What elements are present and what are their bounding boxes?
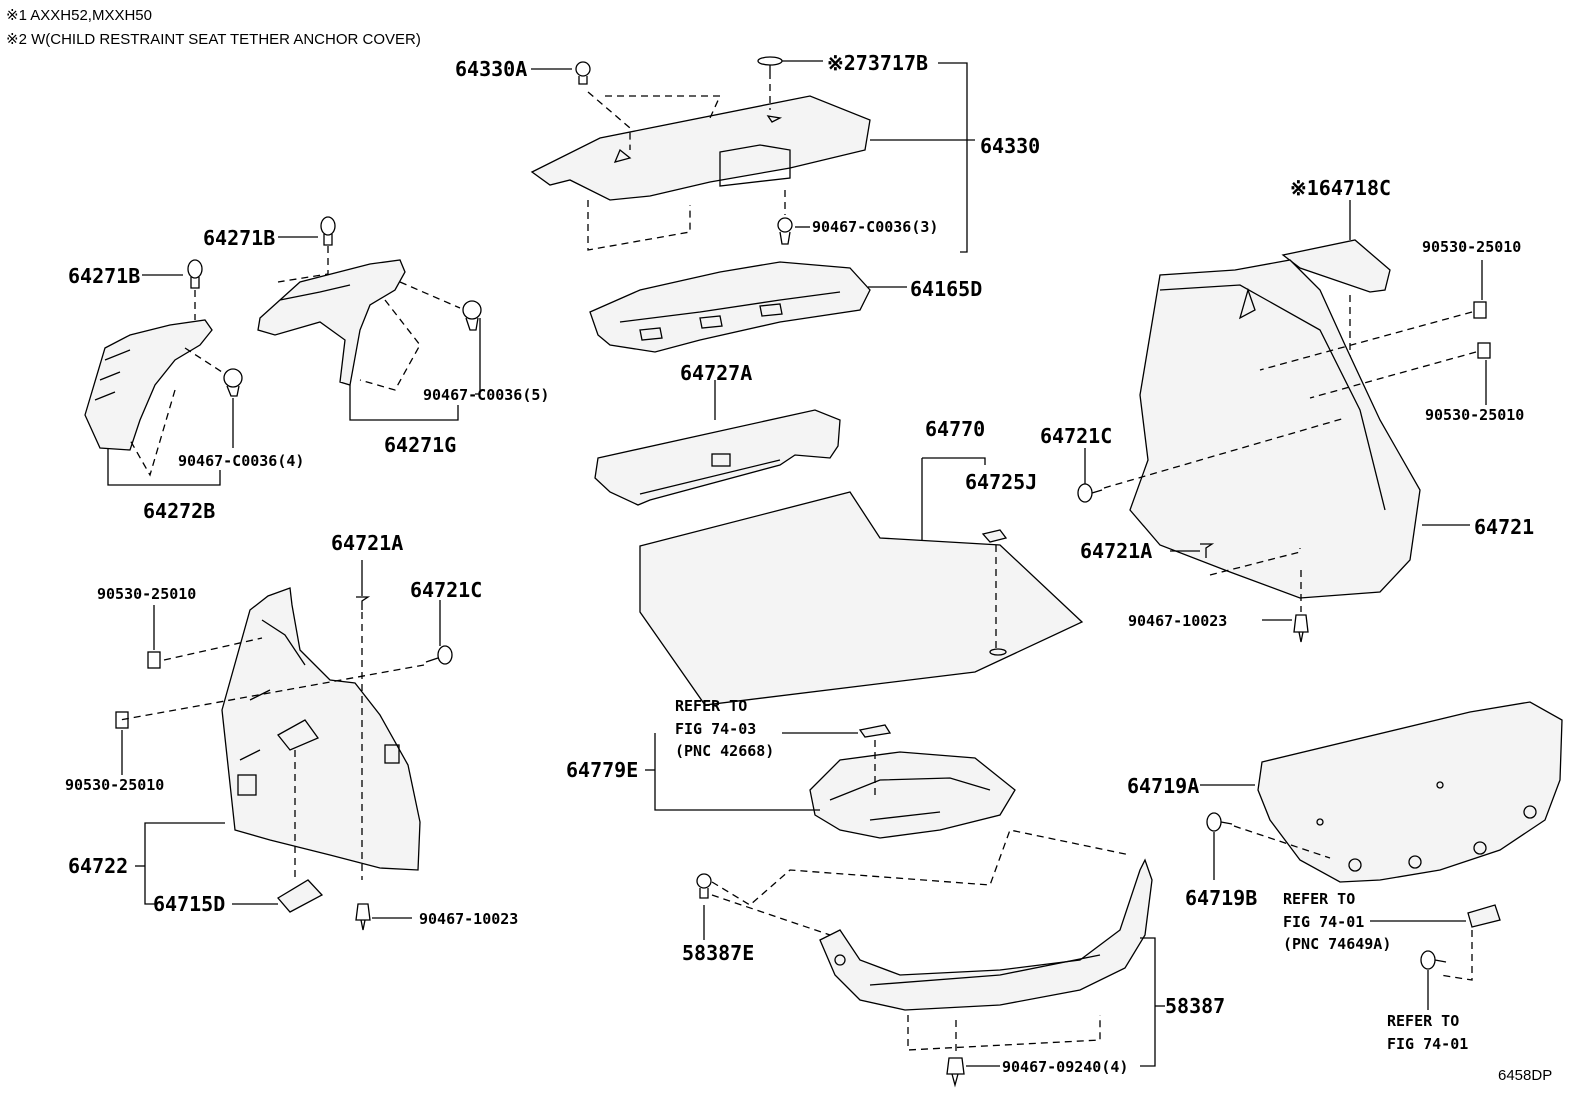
label-64721: 64721 (1474, 515, 1534, 539)
label-64165D: 64165D (910, 277, 982, 301)
label-64330A: 64330A (455, 57, 527, 81)
tray-64779E (809, 751, 1016, 839)
label-90467-10023-r: 90467-10023 (1128, 612, 1227, 630)
refer1-line3: (PNC 42668) (675, 742, 774, 760)
label-64718C: ※164718C (1290, 176, 1391, 200)
label-64721A-r: 64721A (1080, 539, 1152, 563)
clip-90530-25010-l2 (115, 711, 129, 729)
clip-90467-10023-l (355, 903, 371, 931)
bracket-refer2 (1467, 904, 1501, 928)
clip-90467-C0036-4 (223, 368, 243, 397)
label-64721C-l: 64721C (410, 578, 482, 602)
label-58387: 58387 (1165, 994, 1225, 1018)
cover-73717B (757, 56, 783, 72)
label-90467-C0036-3: 90467-C0036(3) (812, 218, 938, 236)
label-64721C-r: 64721C (1040, 424, 1112, 448)
diagram-code: 6458DP (1498, 1067, 1552, 1084)
clip-refer3 (1420, 950, 1447, 970)
label-90467-10023-l: 90467-10023 (419, 910, 518, 928)
label-90530-25010-l2: 90530-25010 (65, 776, 164, 794)
label-90467-C0036-4: 90467-C0036(4) (178, 452, 304, 470)
label-64271B-top: 64271B (203, 226, 275, 250)
clip-90530-25010-r1 (1473, 301, 1487, 319)
label-64722: 64722 (68, 854, 128, 878)
label-64271B-left: 64271B (68, 264, 140, 288)
clip-64271B-left (187, 259, 203, 289)
clip-64719B (1206, 812, 1233, 832)
fastener-64721C-r (1077, 483, 1103, 503)
label-73717B: ※273717B (827, 51, 928, 75)
refer2-line2: FIG 74-01 (1283, 913, 1364, 931)
label-90467-09240-4: 90467-09240(4) (1002, 1058, 1128, 1076)
reinforcement-64165D (589, 261, 871, 353)
refer2-line1: REFER TO (1283, 890, 1355, 908)
label-90467-C0036-5: 90467-C0036(5) (423, 386, 549, 404)
mat-64770 (639, 491, 1084, 706)
trim-64721 (1129, 259, 1421, 599)
label-64271G: 64271G (384, 433, 456, 457)
clip-90467-C0036-top (777, 217, 793, 245)
clip-64271B-top (320, 216, 336, 246)
scuff-plate-58387 (819, 858, 1153, 1011)
label-64330: 64330 (980, 134, 1040, 158)
cover-64718C (1281, 239, 1391, 293)
label-64727A: 64727A (680, 361, 752, 385)
clip-64721A-r (1200, 543, 1215, 558)
clip-64725J (981, 529, 1008, 543)
label-64725J: 64725J (965, 470, 1037, 494)
trim-64722 (221, 587, 421, 871)
label-64779E: 64779E (566, 758, 638, 782)
trim-64271G (257, 259, 406, 386)
clip-90467-10023-r (1293, 614, 1309, 643)
trim-64719A (1257, 701, 1563, 883)
trim-64272B (84, 319, 213, 451)
refer1-line2: FIG 74-03 (675, 720, 756, 738)
clip-90530-25010-r2 (1477, 342, 1491, 359)
label-64719B: 64719B (1185, 886, 1257, 910)
package-tray-trim-64330 (530, 95, 871, 201)
label-64719A: 64719A (1127, 774, 1199, 798)
label-plate-refer (858, 724, 892, 738)
refer3-line1: REFER TO (1387, 1012, 1459, 1030)
label-90530-25010-l1: 90530-25010 (97, 585, 196, 603)
label-64715D: 64715D (153, 892, 225, 916)
label-58387E: 58387E (682, 941, 754, 965)
clip-90467-09240 (946, 1057, 965, 1088)
fastener-64721C-l (425, 645, 453, 665)
clip-90467-C0036-5 (462, 300, 482, 331)
refer1-line1: REFER TO (675, 697, 747, 715)
note-2: ※2 W(CHILD RESTRAINT SEAT TETHER ANCHOR … (6, 31, 421, 48)
label-64721A-l: 64721A (331, 531, 403, 555)
panel-64727A (594, 409, 841, 506)
label-90530-25010-r1: 90530-25010 (1422, 238, 1521, 256)
clip-90530-25010-l1 (147, 651, 161, 669)
clip-58387E (696, 873, 712, 899)
refer3-line2: FIG 74-01 (1387, 1035, 1468, 1053)
clip-64330A (575, 61, 591, 85)
note-1: ※1 AXXH52,MXXH50 (6, 7, 152, 24)
label-64770: 64770 (925, 417, 985, 441)
refer2-line3: (PNC 74649A) (1283, 935, 1391, 953)
label-90530-25010-r2: 90530-25010 (1425, 406, 1524, 424)
clip-64721A-l (356, 596, 371, 610)
pad-64715D (277, 879, 324, 913)
label-64272B: 64272B (143, 499, 215, 523)
